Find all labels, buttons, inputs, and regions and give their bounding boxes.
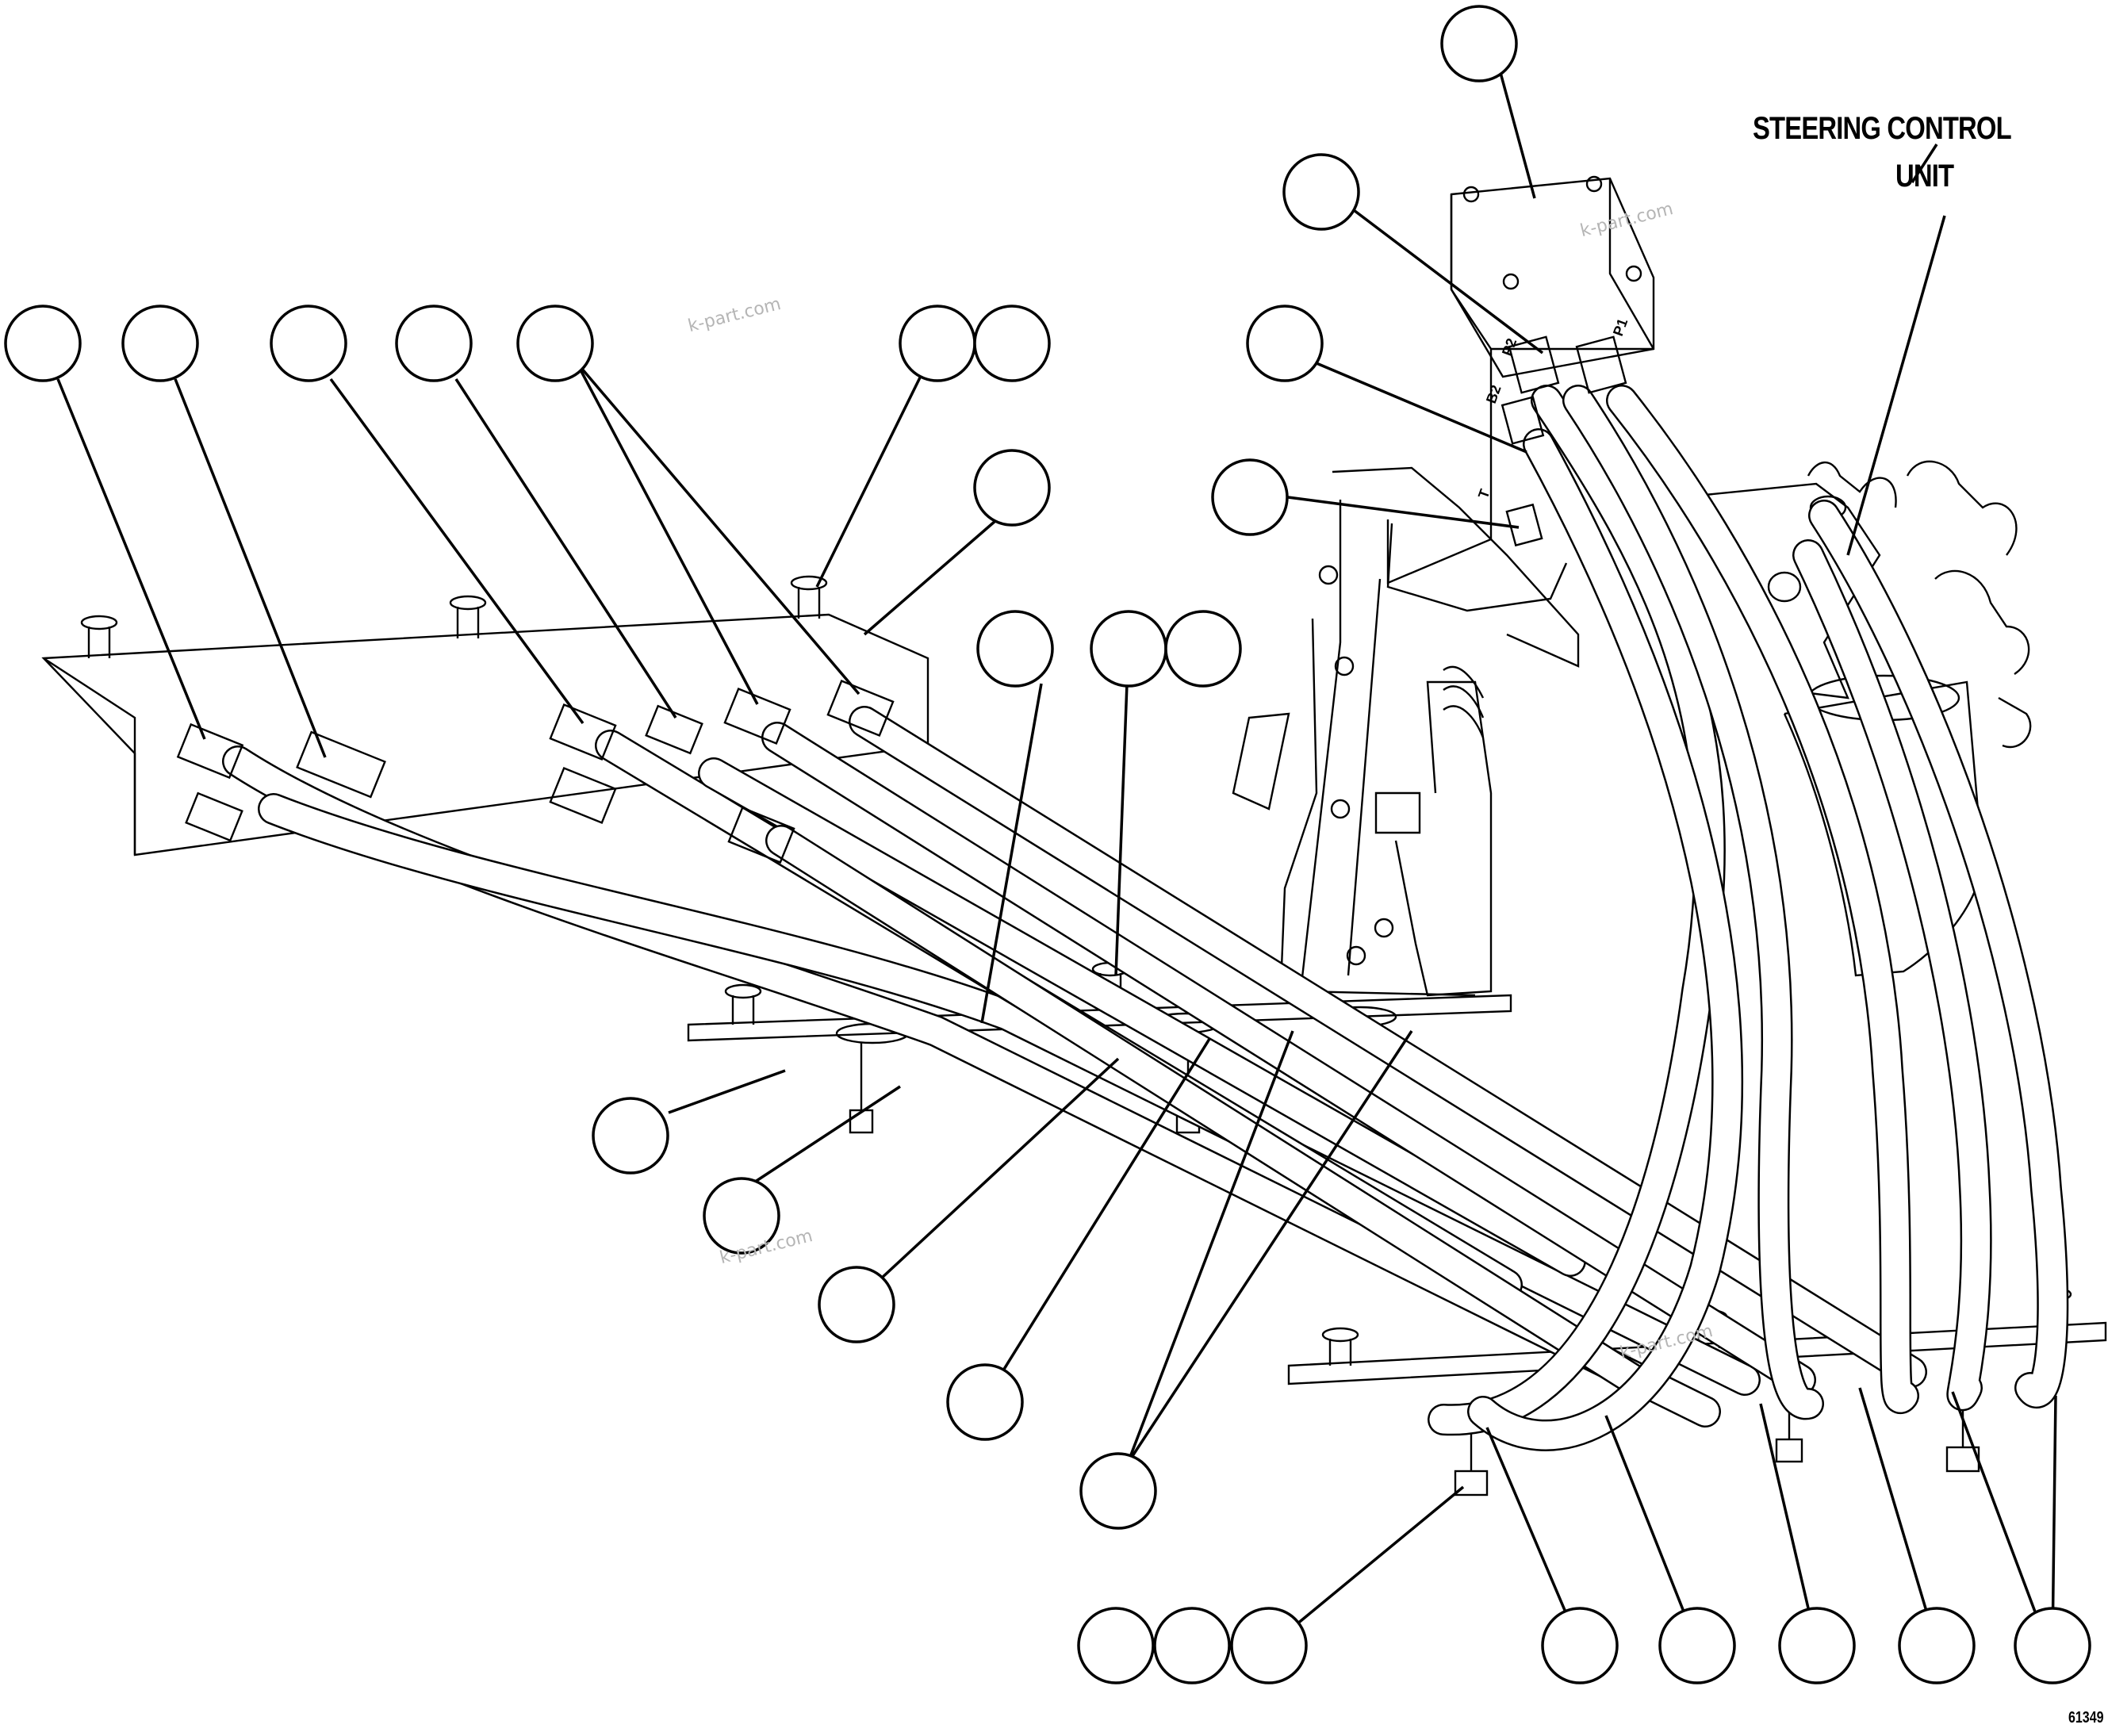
port-label-p1: P1 bbox=[1610, 316, 1631, 339]
callout-bubble bbox=[1079, 1452, 1157, 1530]
callout-bubble bbox=[1246, 305, 1324, 382]
callout-bubbles bbox=[4, 5, 2091, 1684]
hose-fitting bbox=[645, 704, 703, 755]
callout-bubble bbox=[1153, 1607, 1231, 1684]
callout-bubble bbox=[1282, 153, 1360, 231]
hose-fitting bbox=[296, 730, 386, 799]
callout-bubble bbox=[4, 305, 82, 382]
steering-control-title-line2: UNIT bbox=[1895, 159, 1954, 194]
leader-lines bbox=[56, 43, 2057, 1646]
hose-fitting bbox=[1501, 396, 1545, 445]
port-label-b2: B2 bbox=[1483, 383, 1504, 405]
callout-bubble bbox=[1230, 1607, 1308, 1684]
mounting-bolt bbox=[449, 595, 487, 638]
mounting-bolt bbox=[80, 615, 118, 658]
hose-fitting bbox=[176, 722, 244, 780]
nut bbox=[849, 1043, 874, 1134]
hoses bbox=[222, 385, 2069, 1451]
svg-text:B2: B2 bbox=[1483, 383, 1504, 405]
callout-bubble bbox=[1077, 1607, 1155, 1684]
callout-bubble bbox=[899, 305, 976, 382]
hose-fitting bbox=[1575, 335, 1627, 394]
svg-text:P1: P1 bbox=[1610, 316, 1631, 339]
callout-bubble bbox=[1211, 458, 1289, 536]
callout-bubble bbox=[592, 1097, 669, 1175]
callout-bubble bbox=[1164, 610, 1242, 688]
callout-bubble bbox=[516, 305, 594, 382]
hose-fitting bbox=[727, 807, 795, 864]
figure-number: 61349 bbox=[2068, 1709, 2104, 1726]
callout-bubble bbox=[1778, 1607, 1856, 1684]
hose-fitting bbox=[1505, 503, 1543, 547]
callout-bubble bbox=[2014, 1607, 2091, 1684]
mounting-bolt bbox=[724, 983, 762, 1025]
callout-bubble bbox=[976, 610, 1054, 688]
callout-bubble bbox=[1440, 5, 1518, 82]
callout-bubble bbox=[121, 305, 199, 382]
hose-fitting bbox=[185, 791, 243, 842]
callout-bubble bbox=[270, 305, 347, 382]
column-bracket bbox=[1232, 466, 1580, 997]
callout-bubble bbox=[1090, 610, 1167, 688]
hose-fitting bbox=[723, 688, 791, 745]
callout-bubble bbox=[973, 449, 1051, 527]
callout-bubble bbox=[973, 305, 1051, 382]
steering-control-title-line1: STEERING CONTROL bbox=[1753, 111, 2012, 146]
callout-bubble bbox=[946, 1363, 1024, 1441]
mounting-bolt bbox=[790, 575, 828, 619]
callout-bubble bbox=[1898, 1607, 1976, 1684]
nut bbox=[1454, 1431, 1489, 1496]
hose-fitting bbox=[826, 680, 895, 737]
nut bbox=[1945, 1404, 1980, 1473]
callout-bubble bbox=[1658, 1607, 1736, 1684]
callout-bubble bbox=[395, 305, 473, 382]
hose-fitting bbox=[549, 703, 617, 761]
hose-fitting bbox=[549, 767, 617, 824]
callout-bubble bbox=[818, 1266, 895, 1343]
callout-bubble bbox=[703, 1177, 780, 1255]
mounting-bolt bbox=[1321, 1327, 1359, 1366]
callout-bubble bbox=[1541, 1607, 1619, 1684]
